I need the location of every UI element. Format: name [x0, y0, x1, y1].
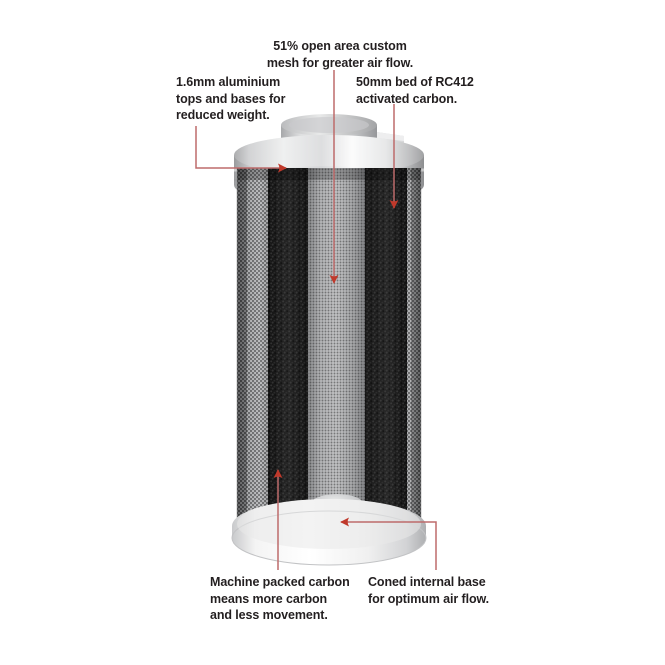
leader-coned-internal-base: [340, 517, 437, 570]
leader-aluminium-tops: [195, 126, 287, 173]
callout-open-area-mesh: 51% open area custom mesh for greater ai…: [266, 39, 414, 70]
callout-machine-packed-carbon: Machine packed carbon means more carbon …: [210, 575, 350, 622]
filter-body: [237, 168, 421, 550]
base-rim: [231, 499, 427, 566]
callout-coned-internal-base: Coned internal base for optimum air flow…: [368, 575, 490, 606]
callout-activated-carbon: 50mm bed of RC412 activated carbon.: [356, 75, 474, 106]
callout-aluminium-tops: 1.6mm aluminium tops and bases for reduc…: [176, 75, 286, 122]
